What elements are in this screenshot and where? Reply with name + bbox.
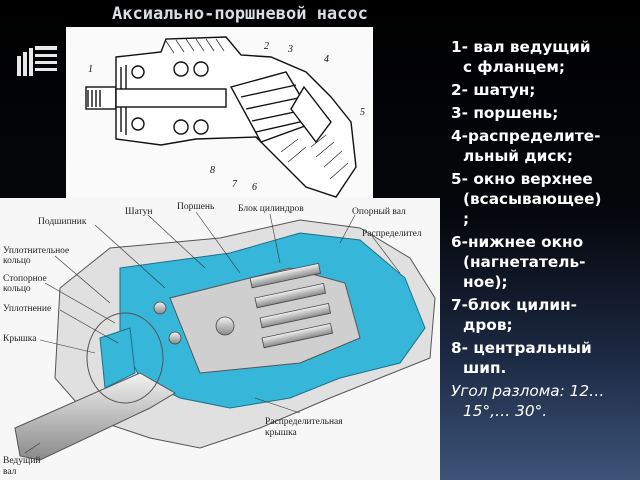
label-uplot-kolco-line2: кольцо [3, 256, 31, 266]
callout-4: 4 [324, 54, 329, 65]
label-porshen: Поршень [177, 202, 215, 212]
label-stopor-line1: Стопорное [3, 274, 47, 284]
legend-item: 1- вал ведущий с фланцем; [451, 38, 591, 76]
legend-item: 5- окно верхнее (всасывающее) ; [451, 170, 602, 228]
label-uplotnenie: Уплотнение [3, 304, 51, 314]
legend-item: 4-распределите- льный диск; [451, 127, 601, 165]
label-uplot-kolco-line1: Уплотнительное [3, 246, 69, 256]
label-shatun: Шатун [125, 207, 152, 217]
label-stopor-line2: кольцо [3, 284, 31, 294]
drive-shaft [14, 372, 176, 461]
label-vedushiy-line2: вал [3, 467, 17, 477]
label-raspr-kryshka-line1: Распределительная [265, 417, 343, 427]
callout-2: 2 [264, 41, 269, 52]
legend-item: 8- центральный шип. [451, 339, 592, 377]
legend-item: 3- поршень; [451, 104, 559, 122]
pump-section-drawing: 1 2 3 4 5 6 7 8 [66, 27, 373, 200]
label-opornyi-val: Опорный вал [352, 206, 406, 217]
label-podshipnik: Подшипник [38, 217, 87, 227]
callout-3: 3 [287, 44, 293, 55]
angle-note: Угол разлома: 12… 15°,… 30°. [451, 382, 605, 420]
callout-5: 5 [360, 107, 365, 118]
legend-list: 1- вал ведущий с фланцем; 2- шатун; 3- п… [451, 37, 637, 424]
label-raspr-kryshka-line2: крышка [265, 428, 298, 438]
pump-cutaway-illustration: Шатун Поршень Блок цилиндров Опорный вал… [0, 198, 440, 480]
label-kryshka: Крышка [3, 334, 37, 344]
legend-item: 2- шатун; [451, 81, 536, 99]
label-blok: Блок цилиндров [238, 204, 304, 214]
slide-title: Аксиально-поршневой насос [112, 4, 368, 24]
pump-housing-outline [85, 36, 357, 198]
hatching [165, 38, 349, 180]
callout-8: 8 [210, 165, 215, 176]
label-vedushiy-line1: Ведущий [3, 455, 41, 466]
callout-1: 1 [88, 64, 93, 75]
legend-item: 7-блок цилин- дров; [451, 296, 577, 334]
legend-item: 6-нижнее окно (нагнетатель- ное); [451, 233, 586, 291]
logo-icon [17, 46, 57, 76]
callout-6: 6 [252, 182, 257, 193]
label-raspredelitel: Распределител [362, 229, 422, 239]
callout-7: 7 [232, 179, 238, 190]
